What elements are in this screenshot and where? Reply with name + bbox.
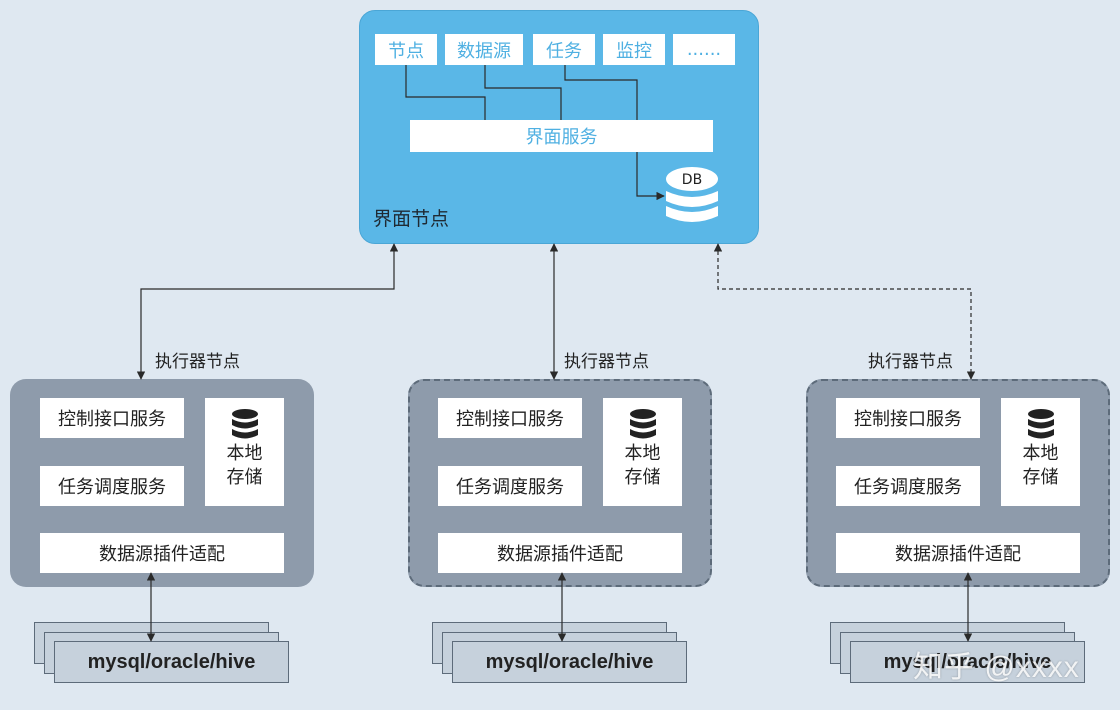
tab-datasource[interactable]: 数据源 bbox=[445, 34, 523, 65]
ui-node-title: 界面节点 bbox=[373, 208, 450, 230]
tab-nodes[interactable]: 节点 bbox=[375, 34, 437, 65]
tab-tasks[interactable]: 任务 bbox=[533, 34, 595, 65]
local-storage-label-line2: 存储 bbox=[226, 467, 263, 488]
datasource-adapter-1: 数据源插件适配 bbox=[40, 533, 284, 573]
connector-tab-datasource bbox=[484, 65, 562, 120]
local-storage-label-line2: 存储 bbox=[624, 467, 661, 488]
control-interface-service-2: 控制接口服务 bbox=[438, 398, 582, 438]
control-interface-service-3: 控制接口服务 bbox=[836, 398, 980, 438]
local-storage-label-line1: 本地 bbox=[226, 443, 263, 464]
local-storage-label-line1: 本地 bbox=[1022, 443, 1059, 464]
control-interface-service-1: 控制接口服务 bbox=[40, 398, 184, 438]
tab-more[interactable]: ...... bbox=[673, 34, 735, 65]
database-icon bbox=[1027, 409, 1054, 439]
database-icon bbox=[231, 409, 258, 439]
database-2: mysql/oracle/hive bbox=[452, 641, 687, 683]
connector-tab-nodes bbox=[405, 65, 486, 120]
local-storage-3: 本地 存储 bbox=[1001, 398, 1080, 506]
datasource-adapter-2: 数据源插件适配 bbox=[438, 533, 682, 573]
datasource-adapter-3: 数据源插件适配 bbox=[836, 533, 1080, 573]
local-storage-1: 本地 存储 bbox=[205, 398, 284, 506]
connector-service-db bbox=[636, 152, 665, 201]
tab-monitor[interactable]: 监控 bbox=[603, 34, 665, 65]
db-label: DB bbox=[682, 172, 702, 188]
ui-service-bar: 界面服务 bbox=[410, 120, 713, 152]
executor-label-2: 执行器节点 bbox=[564, 352, 649, 372]
local-storage-label-line2: 存储 bbox=[1022, 467, 1059, 488]
local-storage-2: 本地 存储 bbox=[603, 398, 682, 506]
connector-executor-1 bbox=[136, 243, 399, 380]
task-schedule-service-1: 任务调度服务 bbox=[40, 466, 184, 506]
local-storage-label-line1: 本地 bbox=[624, 443, 661, 464]
watermark: 知乎 @xxxx bbox=[913, 651, 1080, 684]
database-3: mysql/oracle/hive bbox=[850, 641, 1085, 683]
db-icon: DB bbox=[666, 167, 718, 222]
database-1: mysql/oracle/hive bbox=[54, 641, 289, 683]
connector-tab-tasks bbox=[564, 65, 638, 120]
connector-executor-3 bbox=[713, 243, 976, 380]
task-schedule-service-2: 任务调度服务 bbox=[438, 466, 582, 506]
database-icon bbox=[629, 409, 656, 439]
task-schedule-service-3: 任务调度服务 bbox=[836, 466, 980, 506]
